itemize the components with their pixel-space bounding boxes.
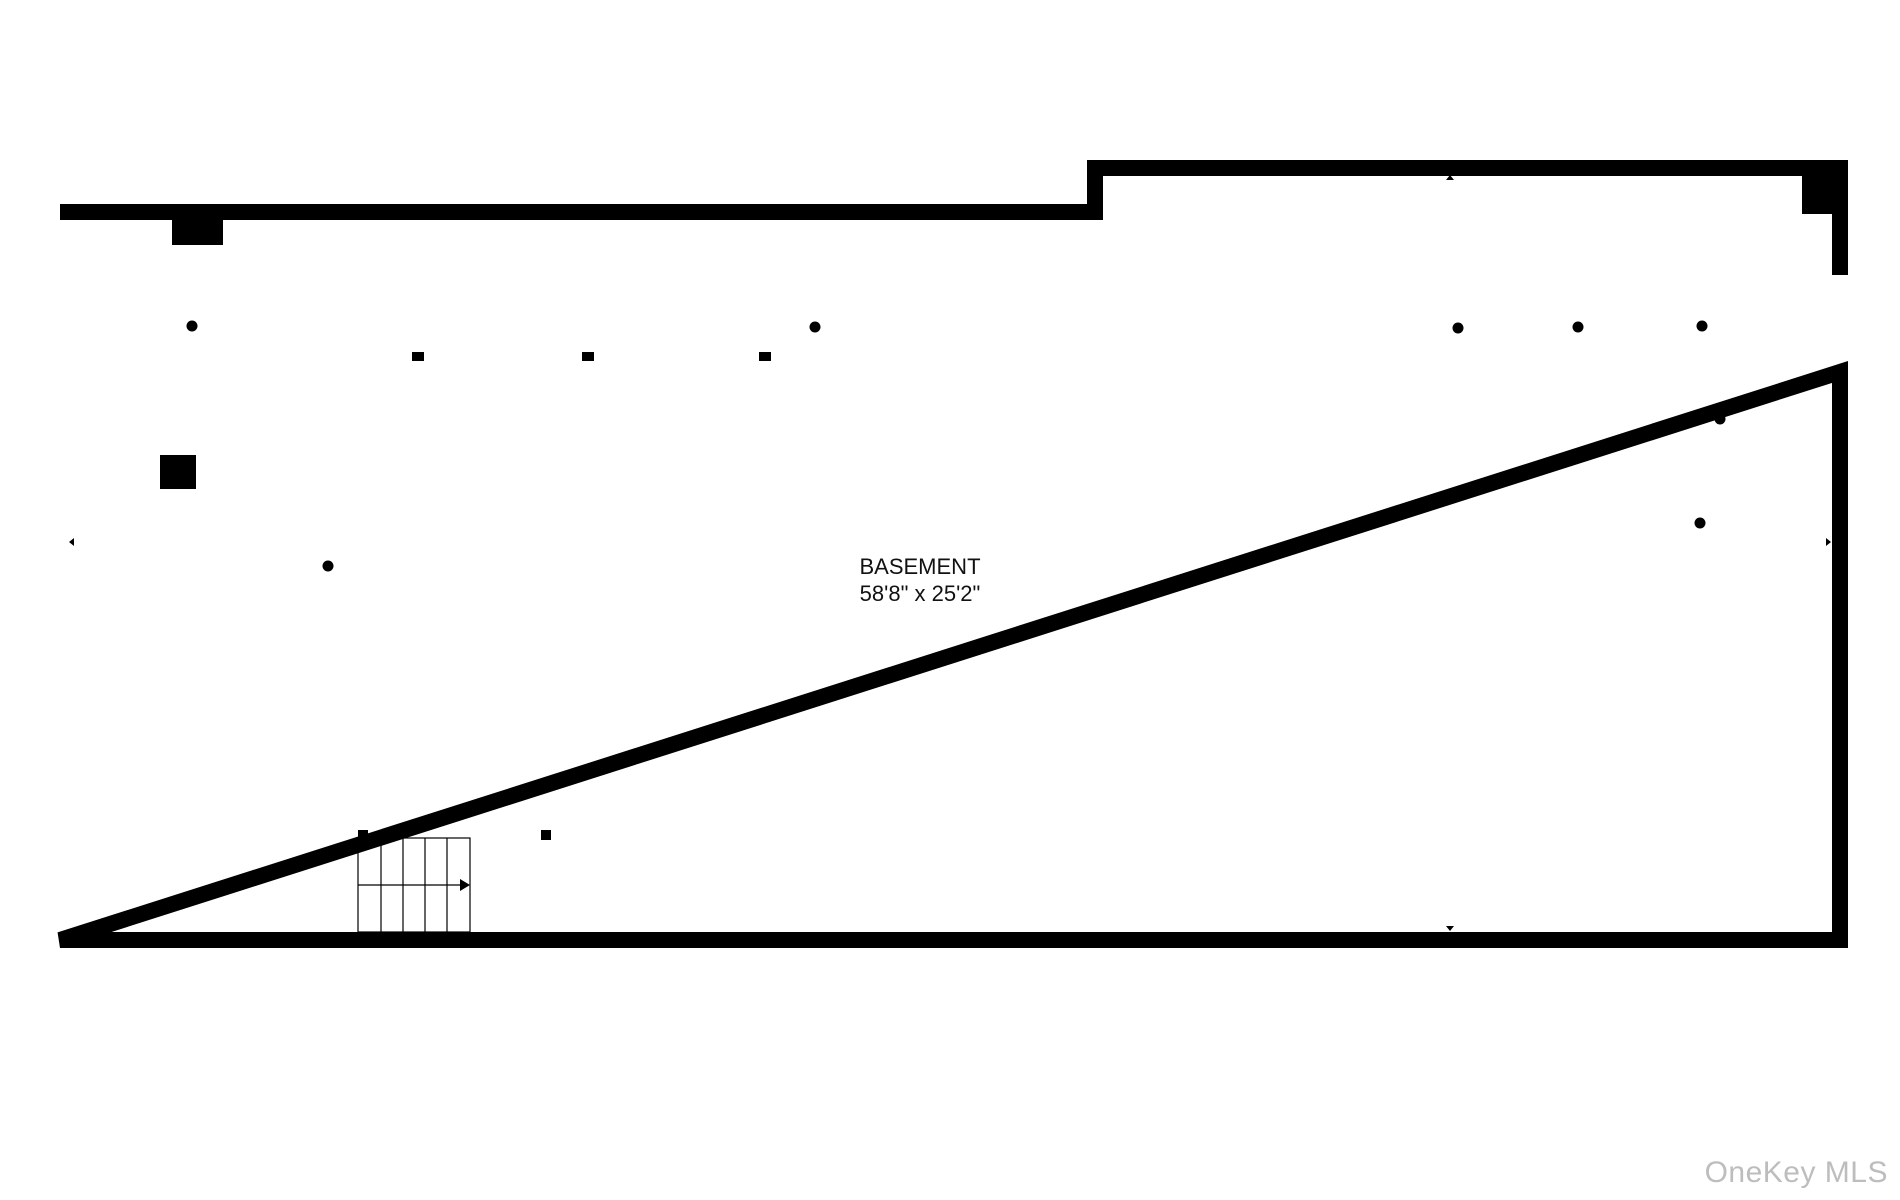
dimension-marker [1826, 538, 1831, 546]
dimension-marker [69, 538, 74, 546]
dimension-marker [1446, 926, 1454, 931]
corner-block [1802, 168, 1840, 214]
post [582, 352, 594, 361]
round-post [1694, 517, 1706, 529]
round-post [186, 320, 198, 332]
round-post [1452, 322, 1464, 334]
room-label: BASEMENT 58'8" x 25'2" [800, 553, 1040, 607]
post [541, 830, 551, 840]
room-name: BASEMENT [859, 554, 981, 579]
staircase [357, 837, 471, 933]
dimension-marker [1446, 175, 1454, 180]
round-post [322, 560, 334, 572]
post [412, 352, 424, 361]
round-post [1696, 320, 1708, 332]
column-block [160, 455, 196, 489]
room-dimensions: 58'8" x 25'2" [859, 581, 981, 606]
round-post [809, 321, 821, 333]
stair-direction-arrow [460, 879, 470, 891]
post [358, 830, 368, 840]
round-post [1714, 413, 1726, 425]
post [759, 352, 771, 361]
round-post [1572, 321, 1584, 333]
watermark: OneKey MLS [1704, 1156, 1888, 1189]
chimney-block [172, 212, 223, 245]
